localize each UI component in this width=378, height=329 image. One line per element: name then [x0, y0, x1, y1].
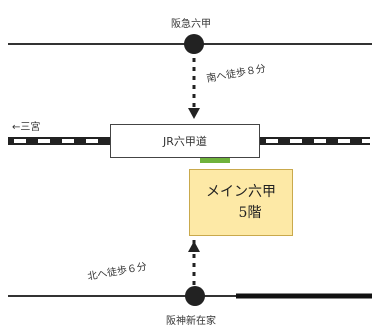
destination-name: メイン六甲 — [206, 184, 276, 201]
arrow-up-icon — [188, 241, 200, 252]
green-accent-marker — [200, 158, 230, 163]
direction-sannomiya: ←三宮 — [12, 122, 41, 133]
hanshin-shinzaike-station-marker — [185, 286, 205, 306]
hankyu-rokko-station-marker — [184, 34, 204, 54]
arrow-down-icon — [188, 108, 200, 119]
jr-rokkomichi-station: JR六甲道 — [110, 124, 260, 158]
station-label-hanshin-shinzaike: 阪神新在家 — [166, 316, 216, 327]
destination-floor: 5階 — [238, 204, 262, 221]
destination-callout: メイン六甲 5階 — [189, 169, 293, 236]
station-label-hankyu-rokko: 阪急六甲 — [171, 19, 211, 30]
station-label-jr-rokkomichi: JR六甲道 — [163, 135, 207, 148]
